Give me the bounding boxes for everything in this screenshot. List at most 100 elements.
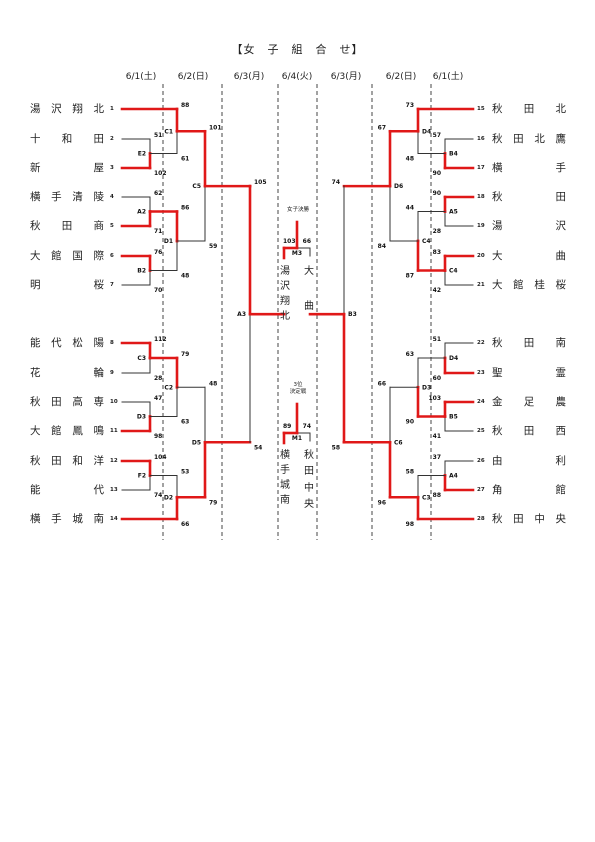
- team-number: 11: [110, 428, 118, 434]
- team-number: 12: [110, 458, 118, 464]
- score-25: 63: [181, 419, 189, 426]
- team-name: 明桜: [30, 279, 104, 291]
- score-22: 98: [154, 433, 162, 440]
- third-right-team-name: 秋田中央: [304, 450, 314, 510]
- score-34: 79: [209, 499, 217, 506]
- team-number: 26: [477, 458, 485, 464]
- team-number: 14: [110, 516, 118, 522]
- team-name: 横手: [492, 162, 566, 174]
- team-name: 横手清陵: [30, 191, 104, 203]
- third-place-label-line2: 決定戦: [289, 389, 307, 395]
- team-name: 能代: [30, 484, 104, 496]
- match-code-5: C1: [164, 128, 173, 135]
- team-name: 秋田商: [30, 220, 104, 232]
- match-code-38: A3: [237, 311, 246, 318]
- score-24: 79: [181, 351, 189, 358]
- team-number: 25: [477, 428, 485, 434]
- score-57: 51: [433, 336, 441, 343]
- score-13: 48: [181, 273, 189, 280]
- score-46: 28: [433, 228, 441, 235]
- match-code-35: D5: [192, 439, 201, 446]
- score-9: 76: [154, 249, 162, 256]
- team-name: 秋田和洋: [30, 455, 104, 467]
- match-code-29: F2: [138, 473, 146, 480]
- team-number: 5: [110, 223, 114, 229]
- match-code-20: C3: [137, 355, 146, 362]
- team-12: 秋田和洋 12: [30, 454, 120, 468]
- match-code-74: C6: [394, 439, 403, 446]
- score-6: 62: [154, 190, 162, 197]
- team-number: 9: [110, 370, 114, 376]
- team-number: 22: [477, 340, 485, 346]
- date-header-6: 6/2(日): [385, 72, 417, 82]
- score-52: 87: [406, 273, 414, 280]
- page-title: 【女 子 組 合 せ】: [231, 43, 364, 56]
- score-54: 67: [378, 124, 386, 131]
- team-27: 角館 27: [474, 483, 568, 497]
- score-30: 53: [181, 469, 189, 476]
- score-60: 103: [428, 395, 441, 402]
- team-name: 大館鳳鳴: [30, 425, 104, 437]
- team-name: 花輪: [30, 367, 104, 379]
- score-75: 74: [332, 179, 340, 186]
- date-header-5: 6/3(月): [330, 72, 362, 82]
- team-name: 角館: [492, 484, 566, 496]
- match-code-11: B2: [137, 268, 146, 275]
- team-number: 6: [110, 253, 114, 259]
- score-0: 51: [154, 132, 162, 139]
- score-73: 96: [378, 499, 386, 506]
- team-number: 27: [477, 487, 485, 493]
- score-40: 90: [433, 170, 441, 177]
- team-number: 1: [110, 106, 114, 112]
- score-7: 71: [154, 228, 162, 235]
- score-28: 74: [154, 492, 162, 499]
- score-18: 112: [154, 336, 167, 343]
- final-right-team-name: 大曲: [304, 266, 314, 312]
- score-43: 48: [406, 156, 414, 163]
- score-76: 58: [332, 444, 340, 451]
- team-name: 由利: [492, 455, 566, 467]
- match-code-68: A4: [449, 473, 458, 480]
- score-45: 90: [433, 190, 441, 197]
- team-number: 17: [477, 165, 485, 171]
- match-code-41: B4: [449, 151, 458, 158]
- match-code-32: D2: [164, 494, 173, 501]
- score-37: 54: [254, 444, 262, 451]
- team-9: 花輪 9: [30, 366, 120, 380]
- match-code-17: C5: [192, 183, 201, 190]
- team-number: 2: [110, 136, 114, 142]
- match-code-65: D3: [422, 384, 431, 391]
- match-code-77: B3: [348, 311, 357, 318]
- third-place-label-line1: 3位: [293, 382, 303, 388]
- team-number: 19: [477, 223, 485, 229]
- team-name: 大館桂桜: [492, 279, 566, 291]
- date-header-2: 6/2(日): [177, 72, 209, 82]
- match-code-53: C4: [422, 238, 431, 245]
- team-number: 24: [477, 399, 485, 405]
- team-17: 横手 17: [474, 161, 568, 175]
- match-code-47: A5: [449, 209, 458, 216]
- score-1: 102: [154, 170, 167, 177]
- team-number: 20: [477, 253, 485, 259]
- match-code-83: M1: [292, 435, 302, 442]
- score-42: 73: [406, 102, 414, 109]
- team-number: 23: [477, 370, 485, 376]
- team-name: 秋田中央: [492, 513, 566, 525]
- score-78: 103: [283, 238, 296, 245]
- date-header-3: 6/3(月): [233, 72, 265, 82]
- final-label: 女子決勝: [286, 207, 309, 213]
- score-19: 28: [154, 375, 162, 382]
- score-48: 83: [433, 249, 441, 256]
- match-code-50: C4: [449, 268, 458, 275]
